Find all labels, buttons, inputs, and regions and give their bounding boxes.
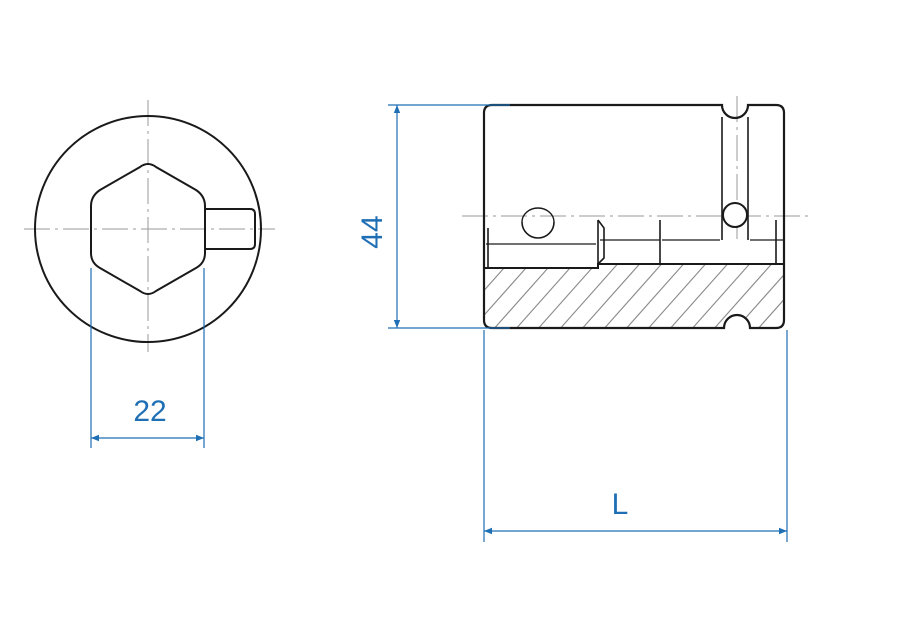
hatch-line (858, 250, 900, 340)
pin-hole (722, 202, 748, 228)
hatch-line (814, 250, 894, 340)
side-centerlines (462, 96, 808, 240)
socket-body-outline (482, 103, 786, 330)
hatch-line (792, 250, 872, 340)
dimension-annotations (90, 104, 788, 542)
detent-ball (521, 221, 555, 239)
oring-groove (721, 117, 749, 240)
socket-outer-circle (34, 115, 262, 343)
pin-bore (205, 208, 256, 250)
hatch-line (484, 264, 521, 328)
hatch-line (484, 264, 543, 328)
hatch-line (527, 264, 609, 328)
dim-label-22: 22 (133, 395, 166, 428)
section-boundary (484, 263, 784, 269)
hex-opening (90, 163, 206, 295)
front-view (24, 100, 275, 352)
hatch-line (505, 264, 587, 328)
dim-label-44: 44 (356, 215, 389, 248)
side-view (462, 96, 900, 340)
bore-steps (486, 219, 784, 268)
detent-ball-top (521, 207, 555, 223)
hatch-line (836, 250, 900, 340)
hatch-line (747, 264, 784, 328)
dim-label-L: L (612, 488, 629, 521)
front-centerlines (24, 100, 275, 352)
hatch-line (484, 264, 565, 328)
